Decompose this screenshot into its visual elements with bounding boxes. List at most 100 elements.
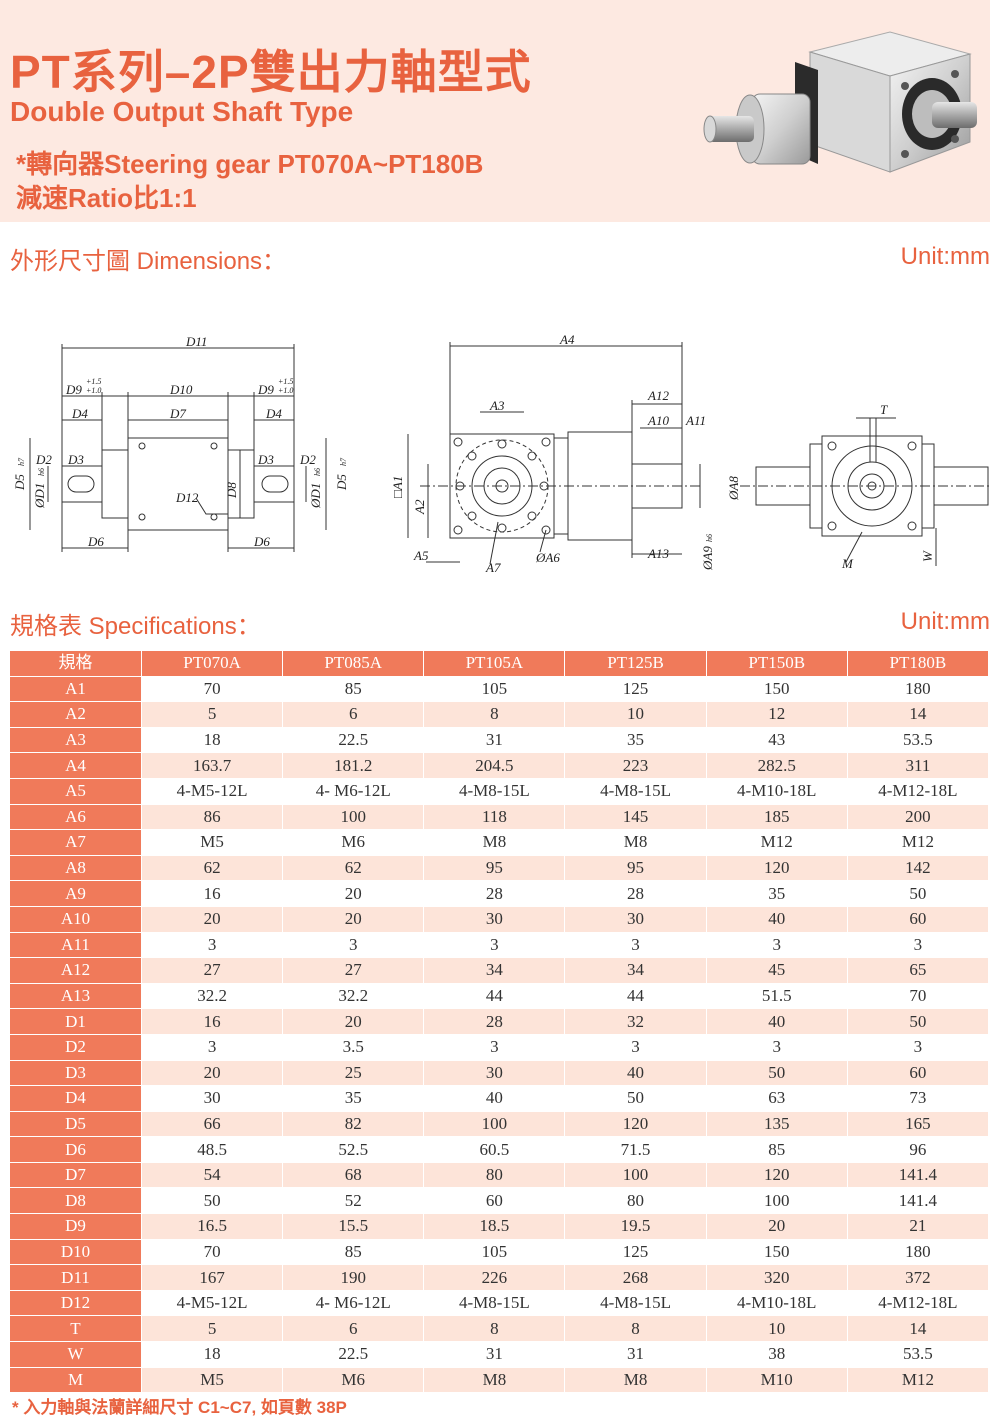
table-cell: 27 bbox=[140, 957, 284, 984]
table-cell: 82 bbox=[282, 1110, 425, 1138]
column-header-model: PT150B bbox=[705, 650, 848, 677]
table-cell: 95 bbox=[423, 854, 566, 882]
table-cell: 44 bbox=[564, 982, 707, 1010]
row-header: D11 bbox=[9, 1264, 142, 1291]
specifications-title: 規格表 Specifications： bbox=[10, 613, 261, 640]
table-cell: 167 bbox=[140, 1264, 284, 1291]
label-d1-h6-left: h6 bbox=[37, 468, 46, 476]
table-cell: 20 bbox=[140, 1059, 284, 1087]
table-cell: 53.5 bbox=[846, 726, 990, 754]
dimensions-unit: Unit:mm bbox=[900, 243, 990, 270]
table-cell: 223 bbox=[564, 752, 707, 779]
table-cell: 35 bbox=[564, 726, 707, 754]
table-cell: M5 bbox=[140, 1366, 284, 1394]
table-cell: 31 bbox=[423, 1341, 566, 1368]
table-cell: M8 bbox=[423, 1366, 566, 1394]
dimension-drawings: D11 D9 +1.5 +1.0 D10 D9 +1.5 +1.0 D4 D7 … bbox=[12, 332, 990, 575]
label-d5-right: D5 bbox=[334, 474, 349, 491]
label-d1-left: ØD1 bbox=[32, 483, 47, 509]
label-d2-left: D2 bbox=[35, 452, 52, 467]
table-cell: 52.5 bbox=[282, 1136, 425, 1163]
table-cell: 4-M8-15L bbox=[564, 1289, 707, 1317]
table-cell: 3 bbox=[564, 1033, 707, 1061]
table-cell: 4-M12-18L bbox=[846, 1289, 990, 1317]
model-range-text: *轉向器Steering gear PT070A~PT180B bbox=[16, 149, 484, 179]
table-cell: 19.5 bbox=[564, 1213, 707, 1240]
table-cell: 100 bbox=[282, 803, 425, 831]
table-cell: 28 bbox=[423, 880, 566, 907]
label-d1-right: ØD1 bbox=[308, 483, 323, 509]
table-cell: 20 bbox=[282, 1008, 425, 1035]
table-cell: 200 bbox=[846, 803, 990, 831]
table-cell: 48.5 bbox=[140, 1136, 284, 1163]
row-header: W bbox=[9, 1341, 142, 1368]
table-cell: 125 bbox=[564, 675, 707, 703]
table-cell: 60 bbox=[846, 1059, 990, 1087]
table-cell: 44 bbox=[423, 982, 566, 1010]
front-view-drawing bbox=[29, 344, 327, 552]
row-header: D10 bbox=[9, 1238, 142, 1266]
row-header: A11 bbox=[9, 931, 142, 959]
table-cell: 54 bbox=[140, 1161, 284, 1189]
ratio-text: 減速Ratio比1:1 bbox=[16, 183, 197, 213]
row-header: A10 bbox=[9, 905, 142, 933]
table-cell: 85 bbox=[282, 1238, 425, 1266]
label-d1-h6-right: h6 bbox=[313, 468, 322, 476]
table-cell: 120 bbox=[564, 1110, 707, 1138]
label-d9-tol-lo: +1.0 bbox=[86, 386, 101, 395]
table-cell: M5 bbox=[140, 829, 284, 856]
table-cell: 43 bbox=[705, 726, 848, 754]
table-cell: 20 bbox=[282, 905, 425, 933]
table-cell: M10 bbox=[705, 1366, 848, 1394]
table-cell: M12 bbox=[846, 1366, 990, 1394]
table-cell: 100 bbox=[423, 1110, 566, 1138]
row-header: A5 bbox=[9, 777, 142, 805]
table-cell: 85 bbox=[705, 1136, 848, 1163]
table-cell: 60 bbox=[423, 1187, 566, 1215]
table-cell: 120 bbox=[705, 1161, 848, 1189]
label-a9: ØA9 bbox=[700, 546, 715, 571]
table-cell: 60 bbox=[846, 905, 990, 933]
table-cell: 8 bbox=[423, 1315, 566, 1343]
table-cell: 62 bbox=[282, 854, 425, 882]
row-header: A12 bbox=[9, 957, 142, 984]
table-cell: M6 bbox=[282, 1366, 425, 1394]
specifications-unit: Unit:mm bbox=[900, 608, 990, 635]
table-cell: 180 bbox=[846, 1238, 990, 1266]
table-cell: 120 bbox=[705, 854, 848, 882]
label-d6-left: D6 bbox=[87, 534, 104, 549]
table-cell: 3 bbox=[705, 931, 848, 959]
label-a8: ØA8 bbox=[726, 476, 741, 501]
label-m: M bbox=[841, 556, 854, 571]
table-cell: 105 bbox=[423, 1238, 566, 1266]
table-cell: 4-M10-18L bbox=[705, 1289, 848, 1317]
row-header: M bbox=[9, 1366, 142, 1394]
table-cell: 180 bbox=[846, 675, 990, 703]
page-title: PT系列–2P雙出力軸型式 bbox=[10, 46, 532, 98]
table-cell: 311 bbox=[846, 752, 990, 779]
table-cell: 86 bbox=[140, 803, 284, 831]
table-cell: M12 bbox=[846, 829, 990, 856]
table-cell: 4-M12-18L bbox=[846, 777, 990, 805]
table-cell: 226 bbox=[423, 1264, 566, 1291]
label-a1: □A1 bbox=[390, 476, 405, 498]
label-d8: D8 bbox=[224, 482, 239, 499]
label-a5: A5 bbox=[413, 548, 429, 563]
table-cell: 4-M8-15L bbox=[423, 1289, 566, 1317]
table-cell: 8 bbox=[564, 1315, 707, 1343]
column-header-spec: 規格 bbox=[9, 650, 142, 677]
row-header: D2 bbox=[9, 1033, 142, 1061]
table-cell: 68 bbox=[282, 1161, 425, 1189]
table-cell: 268 bbox=[564, 1264, 707, 1291]
table-cell: 190 bbox=[282, 1264, 425, 1291]
